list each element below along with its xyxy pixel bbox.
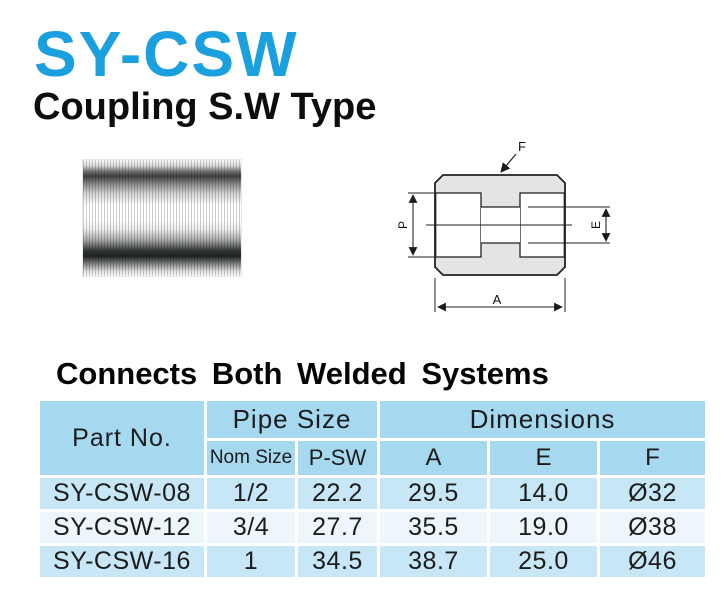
cell-f: Ø38 xyxy=(597,509,708,546)
cell-f: Ø32 xyxy=(597,475,708,512)
col-header-part-no: Part No. xyxy=(37,398,207,478)
spec-table: Part No. Pipe Size Dimensions Nom Size P… xyxy=(37,398,708,580)
cell-nom-size: 3/4 xyxy=(204,509,298,546)
col-header-e: E xyxy=(487,438,600,478)
cell-nom-size: 1/2 xyxy=(204,475,298,512)
cell-e: 19.0 xyxy=(487,509,600,546)
table-row: SY-CSW-08 1/2 22.2 29.5 14.0 Ø32 xyxy=(37,475,708,512)
f-label: F xyxy=(518,139,526,154)
cell-p-sw: 27.7 xyxy=(295,509,380,546)
cell-p-sw: 22.2 xyxy=(295,475,380,512)
p-label: P xyxy=(398,221,410,229)
col-header-p-sw: P-SW xyxy=(295,438,380,478)
product-photo xyxy=(82,159,242,277)
f-leader-line xyxy=(500,153,517,173)
section-heading: Connects Both Welded Systems xyxy=(56,356,549,391)
col-header-nom-size: Nom Size xyxy=(204,438,298,478)
table-row: SY-CSW-12 3/4 27.7 35.5 19.0 Ø38 xyxy=(37,509,708,546)
page-title: SY-CSW xyxy=(34,18,299,90)
e-label: E xyxy=(589,221,603,229)
dimension-drawing: P E A F xyxy=(398,139,611,312)
a-label: A xyxy=(493,292,502,307)
cell-a: 29.5 xyxy=(377,475,490,512)
col-header-f: F xyxy=(597,438,708,478)
cell-a: 35.5 xyxy=(377,509,490,546)
cell-f: Ø46 xyxy=(597,543,708,580)
cell-part-no: SY-CSW-12 xyxy=(37,509,207,546)
cell-nom-size: 1 xyxy=(204,543,298,580)
cell-e: 14.0 xyxy=(487,475,600,512)
page-subtitle: Coupling S.W Type xyxy=(33,86,377,128)
col-group-pipe-size: Pipe Size xyxy=(204,398,380,441)
cell-p-sw: 34.5 xyxy=(295,543,380,580)
table-row: SY-CSW-16 1 34.5 38.7 25.0 Ø46 xyxy=(37,543,708,580)
col-header-a: A xyxy=(377,438,490,478)
cell-e: 25.0 xyxy=(487,543,600,580)
cell-part-no: SY-CSW-08 xyxy=(37,475,207,512)
col-group-dimensions: Dimensions xyxy=(377,398,708,441)
cell-part-no: SY-CSW-16 xyxy=(37,543,207,580)
cell-a: 38.7 xyxy=(377,543,490,580)
